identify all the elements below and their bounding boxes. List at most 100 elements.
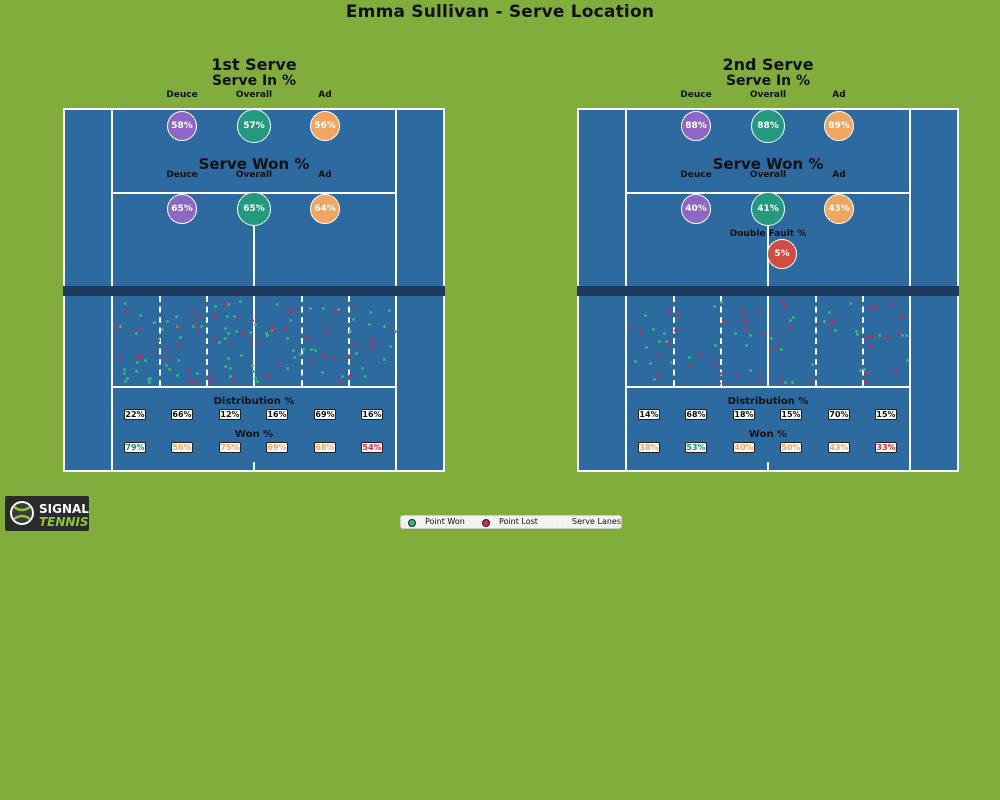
point-lost-marker — [863, 337, 867, 341]
point-won-marker — [122, 368, 126, 372]
point-won-marker — [713, 344, 717, 347]
point-lost-marker — [193, 380, 197, 384]
serve-won-deuce-label: Deuce — [166, 170, 198, 180]
point-won-marker — [906, 359, 910, 363]
point-lost-marker — [351, 342, 355, 346]
won-label: Won % — [748, 429, 788, 440]
point-won-marker — [218, 341, 222, 344]
point-won-marker — [223, 336, 227, 340]
point-won-marker — [878, 333, 882, 337]
point-won-marker — [645, 345, 649, 349]
point-lost-marker — [135, 327, 139, 331]
point-won-marker — [225, 315, 229, 318]
point-lost-marker — [891, 302, 894, 306]
point-won-marker — [834, 329, 838, 333]
point-won-marker — [174, 315, 178, 319]
point-lost-marker — [285, 308, 289, 312]
point-won-marker — [322, 307, 326, 311]
point-lost-marker — [349, 373, 353, 377]
point-won-marker — [252, 370, 256, 374]
point-lost-marker — [165, 347, 169, 351]
point-lost-marker — [869, 334, 873, 338]
serve-won-ad-circle: 43% — [824, 194, 854, 224]
point-won-marker — [383, 325, 386, 329]
point-lost-marker — [870, 307, 874, 311]
point-won-marker — [383, 357, 387, 361]
distribution-value: 16% — [361, 409, 383, 420]
point-lost-marker — [115, 326, 119, 330]
point-won-marker — [633, 359, 637, 363]
distribution-value: 15% — [780, 409, 802, 420]
distribution-label: Distribution % — [213, 396, 295, 407]
point-won-marker — [349, 330, 353, 333]
point-won-marker — [669, 360, 673, 364]
point-lost-marker — [874, 304, 878, 308]
point-lost-marker — [231, 377, 235, 381]
distribution-value: 15% — [875, 409, 897, 420]
point-won-marker — [265, 334, 269, 338]
point-won-marker — [394, 329, 398, 333]
tennis-ball-icon — [10, 501, 34, 525]
point-lost-marker — [186, 370, 190, 374]
point-lost-marker — [224, 302, 228, 306]
point-won-marker — [265, 332, 268, 336]
point-won-marker — [779, 347, 783, 351]
point-won-marker — [651, 328, 655, 332]
center-mark — [253, 462, 255, 470]
serve-in-overall-circle: 88% — [751, 109, 785, 143]
point-lost-marker — [630, 324, 634, 328]
point-lost-marker — [311, 360, 315, 364]
serve-in-ad-label: Ad — [832, 90, 846, 100]
point-lost-marker — [870, 345, 874, 349]
point-lost-marker — [214, 314, 218, 318]
lower-center-line — [253, 296, 255, 386]
serve-type-title: 1st Serve — [211, 55, 297, 74]
point-lost-marker — [830, 318, 834, 322]
point-lost-marker — [137, 354, 141, 357]
serve-lane-line — [815, 296, 817, 386]
point-won-marker — [749, 334, 753, 338]
legend: Point Won Point Lost Serve Lanes — [400, 515, 622, 529]
point-lost-marker — [358, 346, 362, 350]
point-won-marker — [134, 369, 138, 373]
point-won-marker — [657, 340, 661, 344]
point-won-marker — [176, 358, 180, 362]
double-fault-circle: 5% — [767, 239, 797, 269]
won-value: 54% — [361, 442, 383, 453]
point-lost-marker — [770, 348, 774, 352]
point-lost-marker — [166, 356, 170, 360]
point-won-marker — [855, 330, 859, 334]
serve-won-deuce-circle: 65% — [167, 194, 197, 224]
lower-center-line — [767, 296, 769, 386]
point-won-marker — [662, 332, 666, 335]
point-won-marker — [123, 371, 127, 375]
point-won-marker — [223, 364, 227, 368]
point-won-marker — [136, 360, 139, 364]
double-fault-label: Double Fault % — [729, 229, 807, 239]
point-lost-marker — [290, 309, 294, 313]
point-lost-marker — [742, 313, 746, 317]
point-lost-marker — [699, 353, 703, 357]
point-won-marker — [745, 344, 749, 348]
point-lost-marker — [248, 339, 252, 343]
point-lost-marker — [735, 373, 738, 377]
point-won-marker — [301, 348, 305, 352]
point-lost-marker — [210, 380, 214, 384]
point-won-marker — [321, 370, 325, 374]
center-mark — [767, 462, 769, 470]
point-won-marker — [313, 349, 317, 353]
serve-in-title: Serve In % — [725, 73, 811, 89]
point-lost-marker — [390, 327, 394, 331]
won-value: 43% — [828, 442, 850, 453]
distribution-value: 14% — [638, 409, 660, 420]
point-won-marker — [665, 340, 669, 344]
point-won-marker — [234, 329, 238, 333]
logo-line1: SIGNAL — [39, 502, 89, 516]
point-lost-marker — [810, 378, 814, 382]
serve-lane-line — [720, 296, 722, 386]
point-lost-marker — [829, 326, 832, 330]
serve-won-overall-label: Overall — [749, 170, 787, 180]
point-lost-marker — [370, 345, 374, 349]
point-won-marker — [788, 318, 792, 322]
point-lost-marker — [900, 315, 904, 319]
